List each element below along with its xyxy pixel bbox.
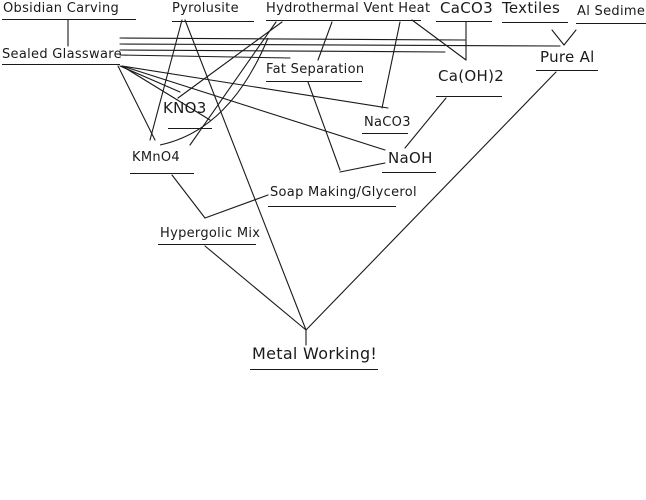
edge-fat-soap: [307, 81, 341, 171]
node-soap-making-glycerol: Soap Making/Glycerol: [270, 185, 417, 200]
edge-alsediment-pureal: [563, 29, 577, 46]
underline-obsidian: [2, 19, 136, 21]
edge-glassware-purealline: [119, 43, 561, 47]
node-textiles: Textiles: [502, 0, 561, 17]
node-hypergolic-mix: Hypergolic Mix: [160, 226, 261, 241]
node-obsidian-carving: Obsidian Carving: [3, 1, 120, 16]
underline-caoh2: [436, 96, 502, 98]
underline-kmno4: [130, 173, 194, 175]
edge-glassware-fat: [119, 54, 291, 59]
node-sealed-glassware: Sealed Glassware: [2, 47, 122, 62]
node-hydrothermal-vent-heat: Hydrothermal Vent Heat: [266, 1, 431, 16]
edge-hydro-caoh2: [411, 19, 467, 61]
node-caoh2: Ca(OH)2: [438, 67, 505, 85]
underline-hydrothermal: [266, 20, 421, 22]
edge-hydro-kmno4-curve: [189, 21, 277, 146]
underline-na2co3: [362, 133, 408, 135]
edge-glassware-kmno4: [117, 65, 156, 141]
node-pure-al: Pure Al: [540, 48, 595, 66]
underline-pyrolusite: [172, 21, 254, 23]
node-pyrolusite: Pyrolusite: [172, 1, 239, 16]
node-al-sediment: Al Sediment: [577, 4, 646, 19]
edge-hydro-kno3: [177, 21, 283, 99]
underline-naoh: [382, 172, 436, 174]
edge-glassware-caco3-a: [119, 37, 466, 41]
underline-soap: [268, 206, 396, 208]
edge-pyrolusite-metalworking: [184, 19, 307, 331]
node-metal-working: Metal Working!: [252, 344, 378, 363]
node-na2co3: NaCO3: [364, 115, 411, 130]
node-naoh: NaOH: [388, 149, 433, 167]
edge-pureal-metalworking: [305, 71, 557, 331]
node-kno3: KNO3: [163, 99, 207, 117]
edge-glassware-caco3-b: [119, 49, 446, 53]
edge-hydro-na2co3: [381, 21, 401, 109]
node-fat-separation: Fat Separation: [266, 62, 365, 77]
edge-textiles-pureal: [551, 29, 565, 46]
edge-glassware-naoh: [121, 65, 386, 151]
edge-glassware-kno3-b: [121, 65, 211, 121]
edge-caoh2-naoh: [404, 97, 447, 149]
edge-naoh-soap: [339, 162, 386, 173]
edge-glassware-na2co3: [121, 65, 389, 109]
underline-sealed-glassware: [2, 64, 120, 66]
underline-caco3: [436, 21, 492, 23]
edge-soap-hypergolic: [204, 194, 269, 219]
underline-pure-al: [536, 70, 598, 72]
edge-hydro-kmno4-arc: [159, 37, 269, 146]
underline-kno3: [168, 128, 212, 130]
underline-hypergolic: [158, 244, 256, 246]
node-kmno4: KMnO4: [132, 150, 180, 165]
underline-fat-separation: [266, 81, 362, 83]
underline-al-sediment: [576, 23, 646, 25]
edge-kmno4-hypergolic: [171, 174, 206, 219]
underline-textiles: [502, 22, 568, 24]
underline-metal-working: [250, 369, 378, 371]
edge-hydro-fat: [317, 21, 333, 61]
edge-pyrolusite-kmno4: [149, 19, 183, 141]
node-caco3: CaCO3: [440, 0, 493, 17]
edge-hypergolic-metalworking: [204, 245, 307, 331]
